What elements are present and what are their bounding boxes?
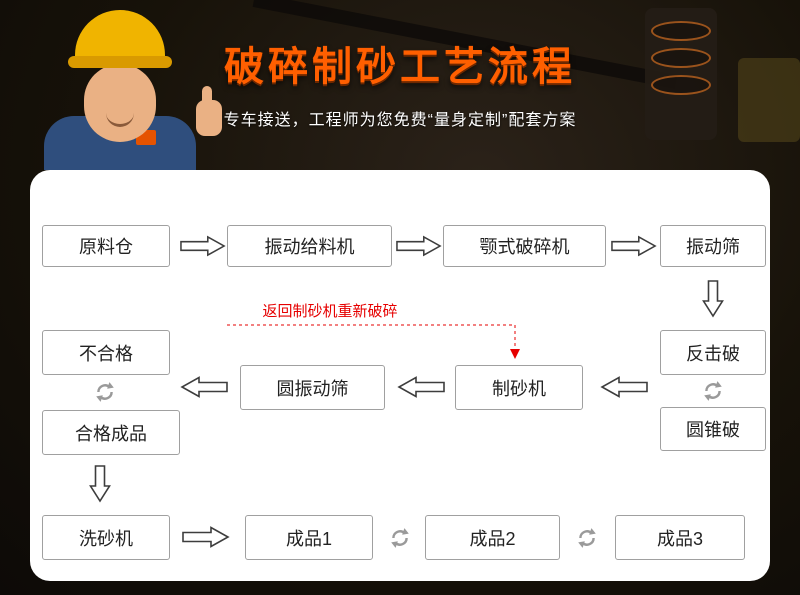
hero-banner: 破碎制砂工艺流程 专车接送，工程师为您免费“量身定制”配套方案 [0, 0, 800, 190]
recycle-icon [576, 527, 598, 549]
worker-thumb-up [202, 86, 212, 106]
node-sand-maker: 制砂机 [455, 365, 583, 410]
node-jaw-crusher: 颚式破碎机 [443, 225, 606, 267]
loader-silhouette [738, 58, 800, 142]
worker-photo [40, 4, 230, 170]
recycle-icon [389, 527, 411, 549]
flow-arrow-left-icon [180, 376, 228, 398]
return-dashed-line [225, 317, 525, 365]
banner-title: 破碎制砂工艺流程 [224, 45, 576, 89]
node-vibrating-screen: 振动筛 [660, 225, 766, 267]
banner-subtitle: 专车接送，工程师为您免费“量身定制”配套方案 [223, 112, 577, 129]
flow-arrow-down-icon [702, 280, 724, 318]
node-raw-bin: 原料仓 [42, 225, 170, 267]
node-product-2: 成品2 [425, 515, 560, 560]
node-qualified-product: 合格成品 [42, 410, 180, 455]
crusher-ring [651, 21, 711, 41]
flow-arrow-right-icon [611, 235, 657, 257]
return-label: 返回制砂机重新破碎 [262, 303, 398, 320]
flow-arrow-right-icon [182, 526, 230, 548]
flow-arrow-down-icon [89, 464, 111, 504]
crusher-ring [651, 75, 711, 95]
flow-arrow-right-icon [180, 235, 226, 257]
worker-smile [106, 112, 134, 127]
node-cone-crusher: 圆锥破 [660, 407, 766, 451]
crusher-machine-silhouette [645, 8, 717, 140]
flow-arrow-right-icon [396, 235, 442, 257]
recycle-icon [702, 380, 724, 402]
node-unqualified: 不合格 [42, 330, 170, 375]
node-product-3: 成品3 [615, 515, 745, 560]
worker-hardhat-brim [68, 56, 172, 68]
recycle-icon [94, 381, 116, 403]
node-product-1: 成品1 [245, 515, 373, 560]
node-circular-vibrating-screen: 圆振动筛 [240, 365, 385, 410]
crusher-ring [651, 48, 711, 68]
node-sand-washer: 洗砂机 [42, 515, 170, 560]
flowchart-card: 原料仓 振动给料机 颚式破碎机 振动筛 反击破 圆锥破 返回制砂机重新破碎 不合… [30, 170, 770, 581]
flow-arrow-left-icon [397, 376, 445, 398]
worker-hand [196, 100, 222, 136]
flow-arrow-left-icon [600, 376, 648, 398]
node-impact-crusher: 反击破 [660, 330, 766, 375]
worker-face [84, 64, 156, 142]
node-vibrating-feeder: 振动给料机 [227, 225, 392, 267]
